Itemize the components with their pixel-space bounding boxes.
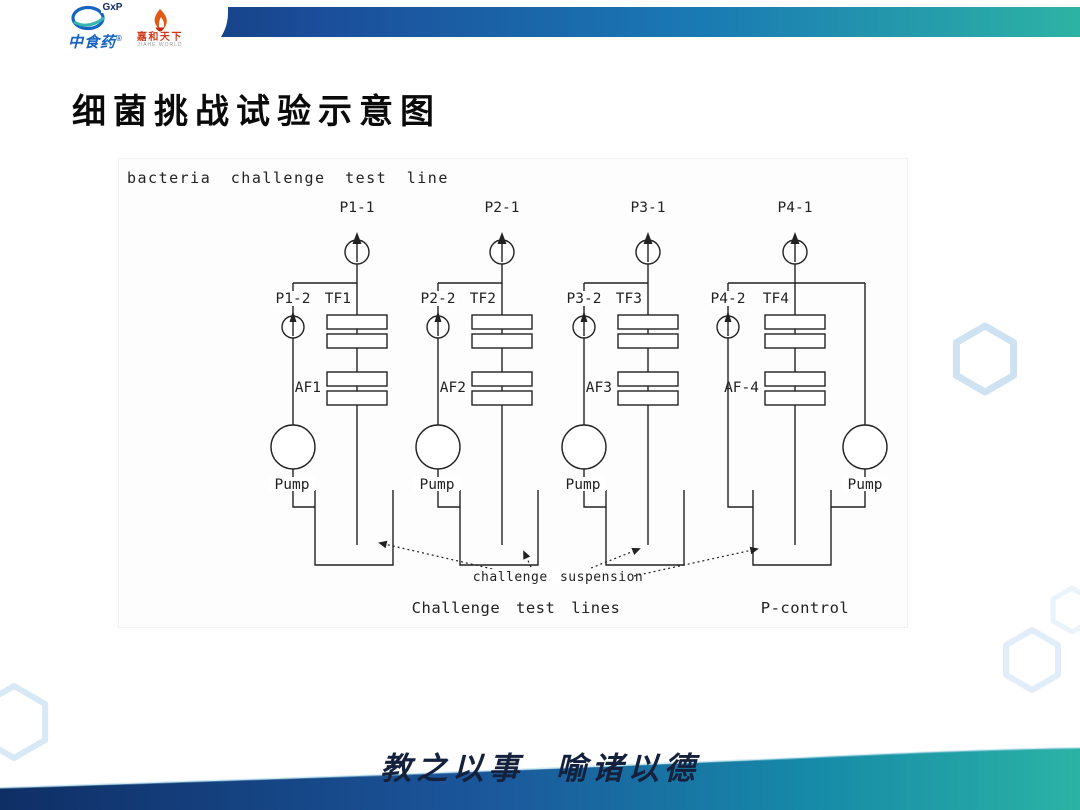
test-filter-housing [326,314,388,349]
test-line-1: P1-1 P1-2 TF1 AF1 Pump [269,200,394,566]
gxp-logo-mark: GxP [71,2,124,31]
jiahe-flame-icon [154,9,167,32]
pressure-gauge-side-icon [426,311,450,339]
tank [752,490,832,566]
side-gauge-label: P4-2 [711,291,746,307]
top-gauge-label: P3-1 [631,200,666,216]
footer-wave [0,747,1080,810]
air-filter-label: AF3 [586,380,612,396]
pressure-gauge-side-icon [572,311,596,339]
registered-mark: ® [116,34,123,43]
test-filter-label: TF3 [616,291,642,307]
air-filter-housing [764,371,826,406]
air-filter-housing [471,371,533,406]
pump-symbol [842,424,888,470]
suspension-arrow [633,546,759,577]
hexagon-icon [0,683,49,761]
tank [459,490,539,566]
test-filter-label: TF1 [325,291,351,307]
test-line-2: P2-1 P2-2 TF2 AF2 Pump [414,200,539,566]
tank [605,490,685,566]
jiahe-logo: 嘉和天下 JIAHE WORLD [137,8,183,49]
hexagon-icon [1050,585,1080,635]
suspension-label: challenge suspension [473,570,644,585]
pressure-gauge-side-icon [281,311,305,339]
control-line: P4-1 P4-2 TF4 AF-4 Pump [709,200,888,566]
pressure-gauge-top-icon [782,232,808,265]
gxp-logo-name: 中食药® [68,31,123,52]
pump-label: Pump [275,477,310,493]
test-filter-housing [764,314,826,349]
jiahe-logo-name: 嘉和天下 [136,32,183,44]
pressure-gauge-top-icon [489,232,515,265]
challenge-suspension-annotation: challenge suspension [378,540,759,585]
diagram-caption: bacteria challenge test line [127,169,449,187]
gxp-logo-name-text: 中食药 [68,34,117,51]
gxp-swirl-icon [71,5,106,31]
air-filter-label: AF2 [440,380,466,396]
pump-symbol [561,424,607,470]
logo-area: GxP 中食药® 嘉和天下 JIAHE WORLD [0,0,228,57]
top-gauge-label: P1-1 [340,200,375,216]
gxp-logo: GxP 中食药® [68,2,124,52]
air-filter-housing [326,371,388,406]
side-gauge-label: P2-2 [421,291,456,307]
test-line-3: P3-1 P3-2 TF3 AF3 Pump [560,200,685,566]
air-filter-label: AF1 [295,380,321,396]
test-filter-label: TF2 [470,291,496,307]
air-filter-label: AF-4 [724,380,759,396]
pressure-gauge-top-icon [635,232,661,265]
p-control-label: P-control [761,599,850,617]
header: GxP 中食药® 嘉和天下 JIAHE WORLD [0,0,1080,60]
test-filter-label: TF4 [763,291,789,307]
test-filter-housing [617,314,679,349]
challenge-test-lines-label: Challenge test lines [412,599,621,617]
suspension-arrow [590,547,641,569]
pump-label: Pump [848,477,883,493]
test-filter-housing [471,314,533,349]
hexagon-icon [952,322,1018,396]
pump-label: Pump [566,477,601,493]
suspension-arrow [378,540,498,571]
hexagon-icon [1003,627,1061,693]
pump-symbol [415,424,461,470]
top-gauge-label: P4-1 [778,200,813,216]
side-gauge-label: P1-2 [276,291,311,307]
footer-motto: 教之以事 喻诸以德 [380,751,700,787]
jiahe-logo-subtitle: JIAHE WORLD [137,42,183,49]
gxp-label: GxP [101,2,124,13]
pump-label: Pump [420,477,455,493]
side-gauge-label: P3-2 [567,291,602,307]
pressure-gauge-top-icon [344,232,370,265]
tank [314,490,394,566]
pump-symbol [270,424,316,470]
pressure-gauge-side-icon [716,311,740,339]
top-gauge-label: P2-1 [485,200,520,216]
air-filter-housing [617,371,679,406]
page-title: 细菌挑战试验示意图 [72,93,441,131]
